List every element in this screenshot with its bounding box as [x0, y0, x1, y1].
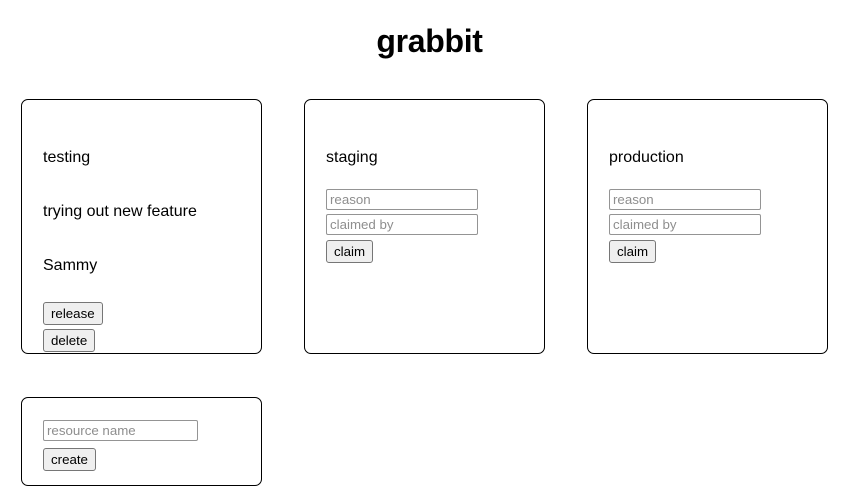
- claim-form-staging: claim: [326, 189, 523, 263]
- create-button[interactable]: create: [43, 448, 96, 471]
- resource-name-staging: staging: [326, 149, 378, 166]
- resource-reason-testing: trying out new feature: [43, 203, 197, 220]
- create-resource-card: create: [21, 397, 262, 486]
- resource-card-row: testing trying out new feature Sammy rel…: [21, 99, 839, 354]
- resource-card-staging: staging claim: [304, 99, 545, 354]
- claimed-by-input-production[interactable]: [609, 214, 761, 235]
- page-title: grabbit: [376, 23, 483, 59]
- claim-form-production: claim: [609, 189, 806, 263]
- reason-input-production[interactable]: [609, 189, 761, 210]
- resource-card-production: production claim: [587, 99, 828, 354]
- claim-button-staging[interactable]: claim: [326, 240, 374, 263]
- delete-button[interactable]: delete: [43, 329, 96, 352]
- resource-claimed-by-testing: Sammy: [43, 257, 98, 274]
- resource-name-production: production: [609, 149, 684, 166]
- release-button[interactable]: release: [43, 302, 103, 325]
- resource-name-testing: testing: [43, 149, 91, 166]
- claim-button-production[interactable]: claim: [609, 240, 657, 263]
- resource-name-input[interactable]: [43, 420, 198, 441]
- resource-board: testing trying out new feature Sammy rel…: [21, 99, 839, 486]
- claimed-by-input-staging[interactable]: [326, 214, 478, 235]
- reason-input-staging[interactable]: [326, 189, 478, 210]
- resource-card-testing: testing trying out new feature Sammy rel…: [21, 99, 262, 354]
- resource-actions-testing: release delete: [43, 302, 240, 352]
